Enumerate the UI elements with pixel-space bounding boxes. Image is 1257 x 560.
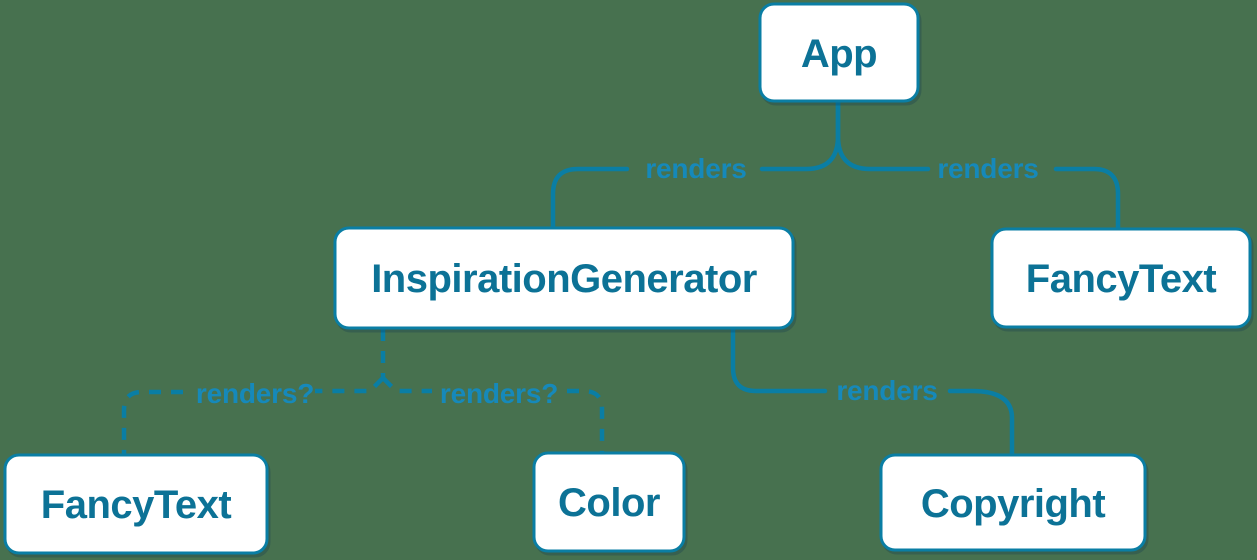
- edge-labels: renders renders renders? renders? render…: [196, 153, 1039, 409]
- edge-segment: [550, 166, 630, 231]
- edge-segment: [381, 376, 432, 394]
- node-copyright-label: Copyright: [921, 482, 1106, 526]
- edge-app-inspiration-generator-label: renders: [645, 153, 746, 184]
- node-inspiration-generator-label: InspirationGenerator: [371, 257, 757, 301]
- node-copyright: [879, 453, 1147, 552]
- node-color-label: Color: [558, 481, 660, 525]
- node-fancy-text-bottom-label: FancyText: [41, 483, 232, 527]
- edge-segment: [730, 325, 828, 394]
- edge-inspiration-generator-to-color: [381, 376, 605, 453]
- edge-inspiration-generator-to-copyright: [730, 325, 1015, 458]
- node-app-label: App: [801, 32, 877, 76]
- edge-inspiration-generator-fancy-text-label: renders?: [196, 378, 314, 409]
- node-fancy-text-top: [990, 227, 1252, 329]
- edge-app-to-fancy-text: [835, 98, 1121, 232]
- edge-inspiration-generator-copyright-label: renders: [836, 375, 937, 406]
- node-boxes: [3, 2, 1252, 555]
- edge-segment: [947, 388, 1015, 458]
- node-fancy-text-bottom: [3, 453, 269, 555]
- edge-segment: [315, 376, 385, 394]
- edge-segment: [1053, 166, 1121, 232]
- node-fancy-text-top-label: FancyText: [1026, 257, 1217, 301]
- node-color: [532, 451, 686, 553]
- edge-app-fancy-text-label: renders: [937, 153, 1038, 184]
- node-labels: App InspirationGenerator FancyText Fancy…: [41, 32, 1217, 527]
- edge-inspiration-generator-color-label: renders?: [440, 378, 558, 409]
- edge-segment: [121, 389, 183, 455]
- edge-segment: [567, 388, 605, 453]
- node-app: [758, 2, 920, 103]
- edge-segment: [759, 98, 841, 172]
- edges-dashed: [121, 329, 605, 455]
- edge-inspiration-generator-to-fancy-text: [121, 376, 385, 455]
- edges-solid: [550, 98, 1121, 458]
- node-inspiration-generator: [333, 226, 795, 330]
- edge-segment: [835, 98, 931, 172]
